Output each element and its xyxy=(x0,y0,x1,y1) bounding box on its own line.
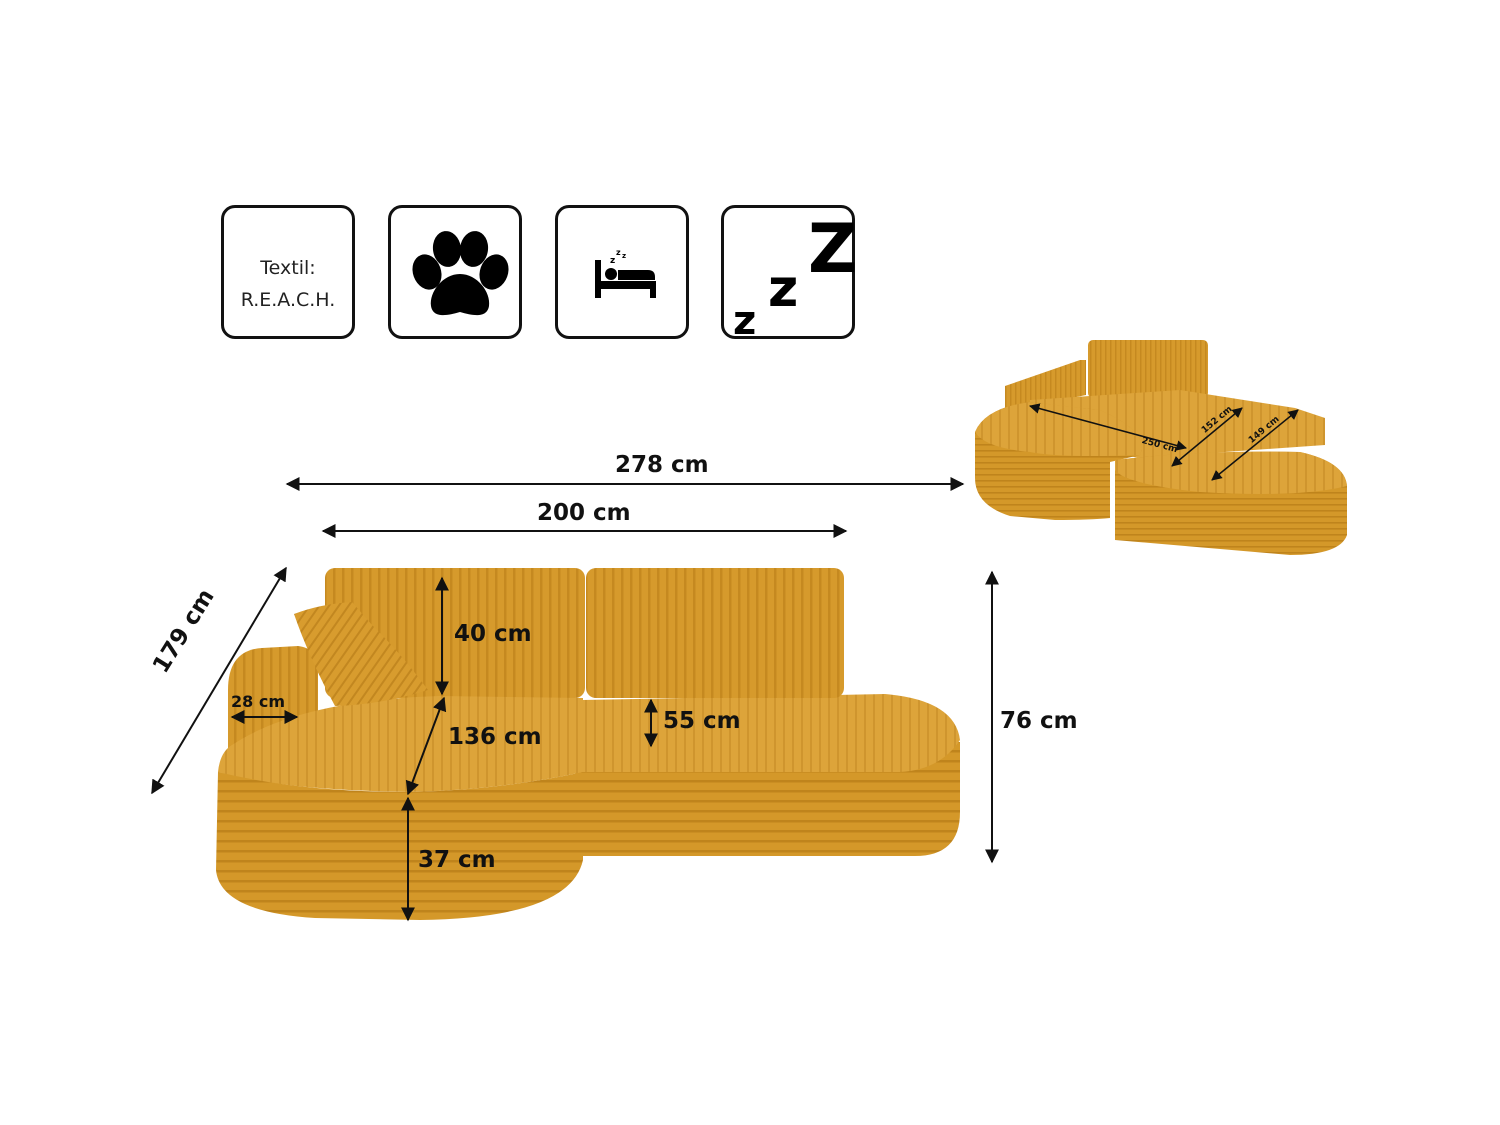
sofa-seat xyxy=(583,694,960,772)
textile-reach-badge: Textil: R.E.A.C.H. xyxy=(221,205,355,339)
depth-arrow xyxy=(151,566,287,795)
svg-text:z: z xyxy=(622,252,626,260)
sleep-function-badge: z z z xyxy=(555,205,689,339)
paw-icon xyxy=(412,231,509,316)
textile-label: Textil: xyxy=(260,257,316,279)
zzz-badge: z z Z xyxy=(721,205,857,342)
bed-length-arrow xyxy=(1028,403,1188,451)
back-cushion-label: 40 cm xyxy=(454,621,532,647)
chaise-depth-arrow xyxy=(405,696,447,796)
base-height-label: 37 cm xyxy=(418,847,496,873)
svg-text:z: z xyxy=(616,248,621,257)
chaise-depth-label: 136 cm xyxy=(448,724,542,750)
bed-back-cushion xyxy=(1088,340,1208,398)
pillow xyxy=(294,602,428,706)
svg-text:z: z xyxy=(610,256,615,266)
sofa-bed-view xyxy=(975,340,1347,555)
chaise-seat xyxy=(218,696,583,792)
sofa-width-label: 200 cm xyxy=(537,500,631,526)
pet-friendly-badge xyxy=(388,205,522,339)
zzz-sleep-icon: z z Z xyxy=(733,210,857,342)
reach-label: R.E.A.C.H. xyxy=(240,289,336,311)
sleeping-bed-icon: z z z xyxy=(595,248,656,298)
svg-text:z: z xyxy=(768,259,798,319)
bed-width-b-arrow xyxy=(1211,409,1299,481)
svg-text:Z: Z xyxy=(808,210,857,289)
sofa-main-view xyxy=(216,568,960,920)
height-label: 76 cm xyxy=(1000,708,1078,734)
seat-height-label: 55 cm xyxy=(663,708,741,734)
total-width-label: 278 cm xyxy=(615,452,709,478)
armrest-label: 28 cm xyxy=(231,692,285,711)
chaise-base xyxy=(216,772,583,920)
svg-text:z: z xyxy=(733,298,756,342)
back-cushion-right xyxy=(586,568,844,698)
